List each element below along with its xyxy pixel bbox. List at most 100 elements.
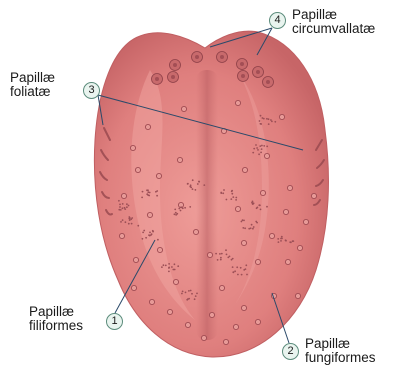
filiform-papilla [242, 227, 244, 229]
filiform-papilla [235, 199, 237, 201]
filiform-papilla [234, 270, 236, 272]
fungiform-papilla [255, 319, 260, 324]
filiform-papilla [222, 192, 224, 194]
filiform-papilla [175, 212, 177, 214]
filiform-papilla [233, 271, 235, 273]
filiform-papilla [145, 237, 147, 239]
filiform-papilla [258, 204, 260, 206]
callout-number-3: 3 [83, 82, 100, 99]
filiform-papilla [268, 118, 270, 120]
filiform-papilla [141, 197, 143, 199]
fungiform-papilla [242, 167, 247, 172]
filiform-papilla [120, 209, 122, 211]
filiform-papilla [266, 146, 268, 148]
filiform-papilla [128, 205, 130, 207]
filiform-papilla [250, 227, 252, 229]
filiform-papilla [242, 219, 244, 221]
fungiform-papilla [235, 100, 240, 105]
fungiform-papilla [131, 285, 136, 290]
filiform-papilla [260, 123, 262, 125]
filiform-papilla [181, 207, 183, 209]
filiform-papilla [281, 236, 283, 238]
filiform-papilla [119, 204, 121, 206]
label-papillae-fungiformes: Papillæ fungiformes [305, 337, 376, 365]
callout-number-1: 1 [106, 313, 123, 330]
filiform-papilla [191, 293, 193, 295]
fungiform-papilla [177, 157, 182, 162]
fungiform-papilla [193, 229, 198, 234]
filiform-papilla [190, 187, 192, 189]
circumvallate-papilla-center [195, 55, 199, 59]
filiform-papilla [119, 206, 121, 208]
filiform-papilla [149, 232, 151, 234]
filiform-papilla [285, 239, 287, 241]
filiform-papilla [142, 191, 144, 193]
filiform-papilla [245, 264, 247, 266]
filiform-papilla [260, 152, 262, 154]
fungiform-papilla [264, 153, 269, 158]
filiform-papilla [118, 200, 120, 202]
filiform-papilla [231, 193, 233, 195]
filiform-papilla [186, 299, 188, 301]
fungiform-papilla [130, 145, 135, 150]
filiform-papilla [227, 257, 229, 259]
filiform-papilla [147, 191, 149, 193]
filiform-papilla [142, 238, 144, 240]
filiform-papilla [260, 115, 262, 117]
filiform-papilla [126, 206, 128, 208]
filiform-papilla [262, 117, 264, 119]
filiform-papilla [260, 209, 262, 211]
filiform-papilla [257, 207, 259, 209]
filiform-papilla [220, 257, 222, 259]
filiform-papilla [120, 221, 122, 223]
filiform-papilla [245, 268, 247, 270]
filiform-papilla [122, 219, 124, 221]
filiform-papilla [122, 207, 124, 209]
filiform-papilla [156, 195, 158, 197]
filiform-papilla [168, 271, 170, 273]
filiform-papilla [290, 242, 292, 244]
callout-number-2: 2 [282, 343, 299, 360]
filiform-papilla [165, 265, 167, 267]
filiform-papilla [251, 224, 253, 226]
filiform-papilla [171, 266, 173, 268]
filiform-papilla [163, 264, 165, 266]
fungiform-papilla [219, 285, 224, 290]
filiform-papilla [125, 221, 127, 223]
filiform-papilla [263, 145, 265, 147]
filiform-papilla [124, 207, 126, 209]
filiform-papilla [128, 223, 130, 225]
fungiform-papilla [173, 279, 178, 284]
filiform-papilla [278, 241, 280, 243]
fungiform-papilla [287, 185, 292, 190]
filiform-papilla [259, 120, 261, 122]
filiform-papilla [255, 144, 257, 146]
filiform-papilla [157, 239, 159, 241]
filiform-papilla [215, 253, 217, 255]
filiform-papilla [174, 213, 176, 215]
filiform-papilla [220, 259, 222, 261]
filiform-papilla [126, 203, 128, 205]
circumvallate-papilla-center [256, 70, 260, 74]
circumvallate-papilla-center [240, 62, 244, 66]
filiform-papilla [236, 266, 238, 268]
filiform-papilla [189, 206, 191, 208]
circumvallate-papilla-center [155, 77, 159, 81]
filiform-papilla [181, 293, 183, 295]
fungiform-papilla [207, 252, 212, 257]
circumvallate-papilla-center [266, 80, 270, 84]
circumvallate-papilla-center [241, 74, 245, 78]
fungiform-papilla [181, 106, 186, 111]
median-sulcus [196, 70, 218, 340]
label-papillae-foliatae: Papillæ foliatæ [10, 71, 55, 99]
filiform-papilla [246, 274, 248, 276]
filiform-papilla [195, 189, 197, 191]
filiform-papilla [252, 203, 254, 205]
filiform-papilla [156, 190, 158, 192]
filiform-papilla [261, 148, 263, 150]
fungiform-papilla [297, 245, 302, 250]
filiform-papilla [270, 119, 272, 121]
filiform-papilla [190, 290, 192, 292]
fungiform-papilla [149, 299, 154, 304]
filiform-papilla [174, 263, 176, 265]
